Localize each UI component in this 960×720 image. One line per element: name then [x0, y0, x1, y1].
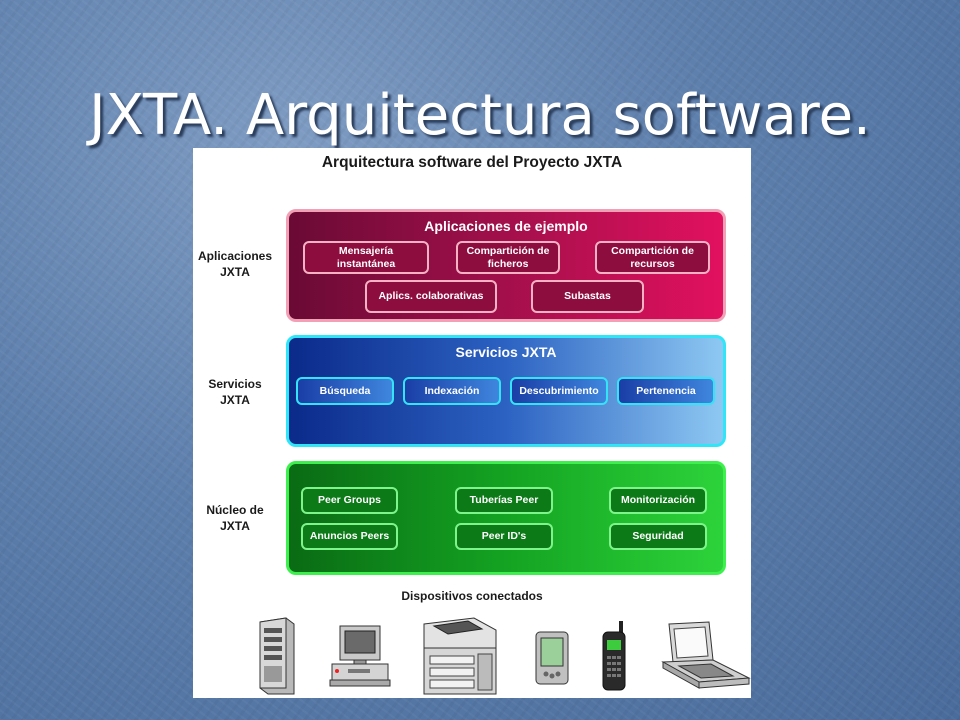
services-layer: Servicios JXTA Búsqueda Indexación Descu… — [286, 335, 726, 447]
core-box-seguridad: Seguridad — [609, 523, 707, 550]
devices-title: Dispositivos conectados — [401, 589, 543, 603]
apps-layer-title: Aplicaciones de ejemplo — [424, 218, 588, 234]
app-box-subastas: Subastas — [531, 280, 644, 313]
app-box-comparticion-recursos: Compartición de recursos — [595, 241, 710, 274]
service-box-descubrimiento: Descubrimiento — [510, 377, 608, 405]
architecture-figure: Arquitectura software del Proyecto JXTA … — [193, 148, 751, 698]
service-box-pertenencia: Pertenencia — [617, 377, 715, 405]
core-box-peer-groups: Peer Groups — [301, 487, 398, 514]
core-box-peer-ids: Peer ID's — [455, 523, 553, 550]
slide-title: JXTA. Arquitectura software. — [89, 83, 871, 148]
printer-icon — [423, 617, 497, 695]
server-icon — [259, 617, 295, 695]
core-layer: Peer Groups Tuberías Peer Monitorización… — [286, 461, 726, 575]
pda-icon — [535, 631, 569, 685]
desktop-computer-icon — [329, 625, 391, 687]
core-box-tuberias-peer: Tuberías Peer — [455, 487, 553, 514]
laptop-icon — [661, 621, 751, 689]
services-layer-title: Servicios JXTA — [455, 344, 557, 360]
core-box-monitorizacion: Monitorización — [609, 487, 707, 514]
core-box-anuncios-peers: Anuncios Peers — [301, 523, 398, 550]
service-box-indexacion: Indexación — [403, 377, 501, 405]
side-label-apps: Aplicaciones JXTA — [197, 249, 273, 279]
app-box-aplics-colaborativas: Aplics. colaborativas — [365, 280, 497, 313]
apps-layer: Aplicaciones de ejemplo Mensajería insta… — [286, 209, 726, 322]
service-box-busqueda: Búsqueda — [296, 377, 394, 405]
side-label-services: Servicios JXTA — [208, 377, 262, 407]
app-box-mensajeria: Mensajería instantánea — [303, 241, 429, 274]
side-label-core: Núcleo de JXTA — [206, 503, 264, 533]
app-box-comparticion-ficheros: Compartición de ficheros — [456, 241, 560, 274]
figure-title: Arquitectura software del Proyecto JXTA — [321, 154, 623, 171]
mobile-phone-icon — [602, 621, 626, 691]
